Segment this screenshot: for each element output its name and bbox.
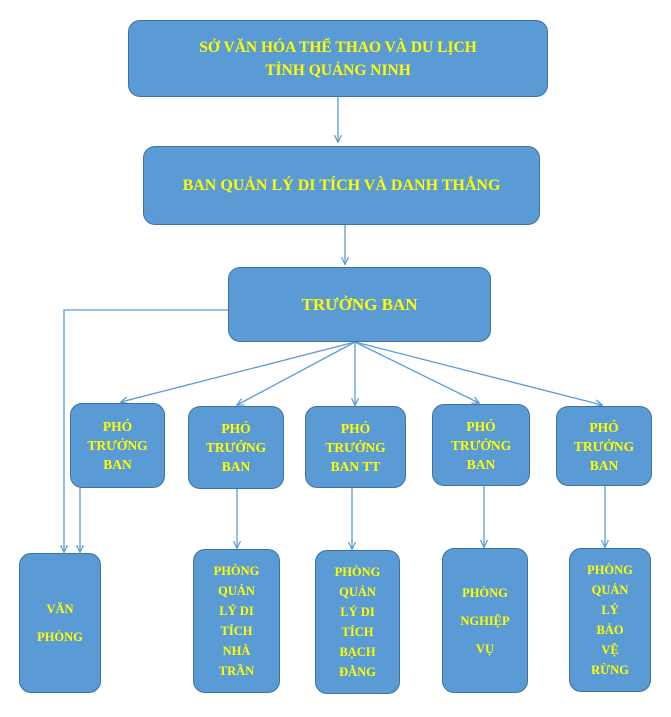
unit-box-bachdang-relics: PHÒNG QUẢN LÝ DI TÍCH BẠCH ĐẰNG (315, 550, 400, 694)
unit-box-operations: PHÒNG NGHIỆP VỤ (442, 548, 528, 693)
connector-head-to-deputy-5 (354, 341, 602, 405)
management-board-box: BAN QUẢN LÝ DI TÍCH VÀ DANH THẮNG (143, 146, 540, 225)
deputy-box-1: PHÓ TRƯỞNG BAN (70, 403, 165, 488)
head-box: TRƯỞNG BAN (228, 267, 491, 342)
department-box: SỞ VĂN HÓA THỂ THAO VÀ DU LỊCH TỈNH QUẢN… (128, 20, 548, 97)
deputy-box-4: PHÓ TRƯỞNG BAN (432, 404, 530, 486)
deputy-box-3: PHÓ TRƯỞNG BAN TT (305, 406, 406, 488)
unit-label-forest-protection: PHÒNG QUẢN LÝ BẢO VỆ RỪNG (587, 563, 633, 677)
unit-label-tran-relics: PHÒNG QUẢN LÝ DI TÍCH NHÀ TRẦN (213, 564, 260, 678)
connector-head-to-office (64, 309, 228, 552)
department-label: SỞ VĂN HÓA THỂ THAO VÀ DU LỊCH TỈNH QUẢN… (199, 38, 477, 79)
head-label: TRƯỞNG BAN (301, 294, 418, 314)
unit-box-forest-protection: PHÒNG QUẢN LÝ BẢO VỆ RỪNG (569, 548, 651, 692)
connector-head-to-deputy-4 (354, 341, 479, 403)
deputy-box-2: PHÓ TRƯỞNG BAN (188, 406, 284, 489)
deputy-label-5: PHÓ TRƯỞNG BAN (573, 419, 635, 473)
deputy-label-4: PHÓ TRƯỞNG BAN (450, 418, 512, 472)
deputy-label-2: PHÓ TRƯỞNG BAN (205, 421, 267, 474)
unit-label-office: VĂN PHÒNG (37, 602, 83, 644)
management-board-label: BAN QUẢN LÝ DI TÍCH VÀ DANH THẮNG (182, 176, 501, 194)
deputy-box-5: PHÓ TRƯỞNG BAN (556, 406, 652, 486)
unit-box-tran-relics: PHÒNG QUẢN LÝ DI TÍCH NHÀ TRẦN (193, 549, 280, 693)
unit-label-operations: PHÒNG NGHIỆP VỤ (460, 585, 510, 656)
unit-label-bachdang-relics: PHÒNG QUẢN LÝ DI TÍCH BẠCH ĐẰNG (334, 565, 381, 679)
connector-head-to-deputy-1 (121, 341, 356, 402)
unit-box-office: VĂN PHÒNG (19, 553, 101, 693)
connector-head-to-deputy-2 (237, 341, 356, 405)
deputy-label-3: PHÓ TRƯỞNG BAN TT (325, 420, 386, 474)
deputy-label-1: PHÓ TRƯỞNG BAN (87, 419, 148, 472)
